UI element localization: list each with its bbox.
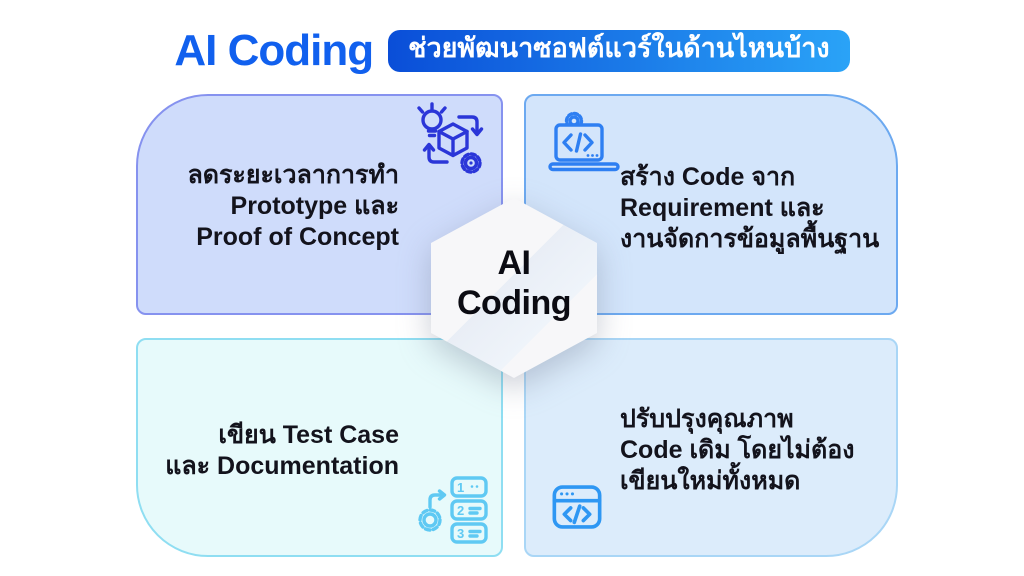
hexagon-shape: AI Coding <box>431 198 597 378</box>
text-line: Requirement และ <box>620 194 825 222</box>
card-prototype: ลดระยะเวลาการทำ Prototype และ Proof of C… <box>136 94 503 315</box>
gear-numbered-list-icon: 1 2 3 <box>414 470 498 554</box>
card-generate-code: สร้าง Code จาก Requirement และ งานจัดการ… <box>524 94 898 315</box>
svg-text:1: 1 <box>457 480 464 495</box>
card-improve-code-text: ปรับปรุงคุณภาพ Code เดิม โดยไม่ต้อง เขีย… <box>620 404 854 497</box>
svg-text:3: 3 <box>457 526 464 541</box>
hexagon-label: AI Coding <box>456 244 572 324</box>
center-hexagon: AI Coding <box>431 198 597 378</box>
text-line: สร้าง Code จาก <box>620 163 796 191</box>
lightbulb-cube-gear-cycle-icon <box>406 100 490 184</box>
card-improve-code: ปรับปรุงคุณภาพ Code เดิม โดยไม่ต้อง เขีย… <box>524 338 898 557</box>
text-line: Proof of Concept <box>196 223 399 251</box>
text-line: Code เดิม โดยไม่ต้อง <box>620 436 855 464</box>
page-title: AI Coding <box>174 26 374 75</box>
text-line: ลดระยะเวลาการทำ <box>187 161 399 189</box>
text-line: เขียน Test Case <box>218 421 399 449</box>
text-line: ปรับปรุงคุณภาพ <box>620 405 794 433</box>
card-test-docs-text: เขียน Test Case และ Documentation <box>165 420 399 482</box>
svg-text:2: 2 <box>457 503 464 518</box>
card-test-docs: 1 2 3 เขียน Test Case และ Documentation <box>136 338 503 557</box>
text-line: งานจัดการข้อมูลพื้นฐาน <box>620 225 880 253</box>
text-line: เขียนใหม่ทั้งหมด <box>620 467 801 495</box>
hexagon-label-line2: Coding <box>456 284 572 322</box>
card-prototype-text: ลดระยะเวลาการทำ Prototype และ Proof of C… <box>187 160 399 253</box>
text-line: และ Documentation <box>165 452 399 480</box>
text-line: Prototype และ <box>230 192 399 220</box>
laptop-code-gear-icon <box>544 108 624 188</box>
header: AI Coding ช่วยพัฒนาซอฟต์แวร์ในด้านไหนบ้า… <box>0 26 1024 76</box>
hexagon-label-line1: AI <box>497 244 531 283</box>
browser-code-icon <box>548 478 606 536</box>
subtitle-badge: ช่วยพัฒนาซอฟต์แวร์ในด้านไหนบ้าง <box>388 29 850 73</box>
card-generate-code-text: สร้าง Code จาก Requirement และ งานจัดการ… <box>620 162 879 255</box>
